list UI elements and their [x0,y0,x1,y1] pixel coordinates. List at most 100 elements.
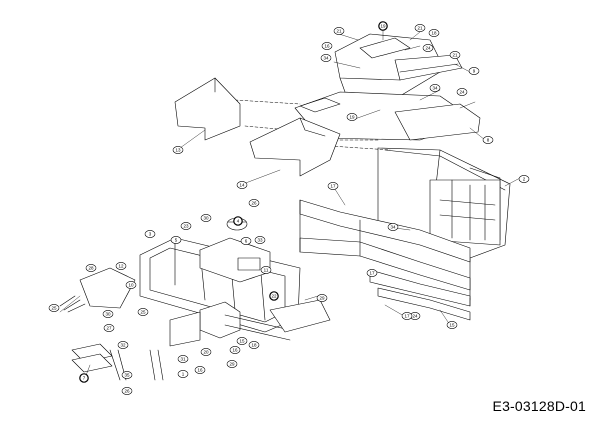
callout-marker [48,304,60,312]
callout-31: 31 [177,355,189,363]
callout-label: 29 [229,362,235,367]
callout-label: 27 [106,326,112,331]
callout-marker [518,175,530,183]
callout-18: 18 [428,29,440,37]
callout-label: 7 [83,376,86,381]
callout-label: 25 [140,310,146,315]
callout-5: 5 [170,236,182,244]
callout-marker [180,222,192,230]
callout-label: 1 [182,372,185,377]
callout-label: 3 [149,232,152,237]
callout-1: 1 [177,370,189,378]
callout-marker [102,310,114,318]
callout-label: 12 [118,264,124,269]
callout-24: 24 [456,88,468,96]
lower-rail [269,299,331,333]
callout-9: 9 [468,67,480,75]
callout-label: 34 [432,86,438,91]
callout-marker [240,237,252,245]
lower-cross-tube [377,287,471,321]
callout-21: 21 [333,27,345,35]
callout-4: 4 [233,216,243,226]
callout-label: 24 [459,90,465,95]
callout-marker [446,321,458,329]
callout-label: 10 [128,283,134,288]
callout-25: 25 [137,308,149,316]
callout-marker [401,312,413,320]
callout-marker [200,214,212,222]
callout-marker [236,337,248,345]
callout-label: 6 [245,239,248,244]
callout-34: 34 [429,84,441,92]
callout-label: 11 [264,268,269,273]
front-bracket [79,267,136,309]
callout-19: 19 [346,113,358,121]
callout-marker [449,51,461,59]
callout-18: 18 [248,341,260,349]
callout-marker [320,54,332,62]
callout-label: 34 [390,225,396,230]
callout-label: 26 [124,389,130,394]
callout-marker [144,230,156,238]
callout-label: 8 [487,138,490,143]
callout-marker [121,387,133,395]
callout-label: 14 [239,183,245,188]
callout-10: 10 [125,281,137,289]
callout-32: 32 [117,341,129,349]
callout-label: 35 [124,373,130,378]
callout-label: 32 [120,343,126,348]
callout-15: 15 [446,321,458,329]
callout-30: 30 [102,310,114,318]
callout-23: 23 [180,222,192,230]
callout-label: 23 [183,224,189,229]
callout-marker [172,146,184,154]
callout-label: 16 [232,348,238,353]
callout-label: 30 [203,216,209,221]
callout-marker [79,373,89,383]
callout-7: 7 [79,373,89,383]
callout-21: 21 [449,51,461,59]
callout-22: 22 [269,291,279,301]
callout-label: 16 [197,368,203,373]
callout-label: 17 [404,314,410,319]
callout-marker [316,294,328,302]
callout-marker [194,366,206,374]
callout-label: 4 [237,219,240,224]
rear-frame [377,147,511,301]
callout-20: 20 [200,348,212,356]
callout-label: 13 [175,148,181,153]
callout-label: 15 [239,339,245,344]
bolt-group-bottom [109,349,164,381]
callout-marker [414,24,426,32]
callout-marker [200,348,212,356]
callout-marker [327,182,339,190]
callout-label: 5 [175,238,178,243]
callout-14: 14 [236,181,248,189]
callout-label: 19 [349,115,355,120]
callout-16: 16 [229,346,241,354]
callout-29: 29 [226,360,238,368]
callout-21: 21 [414,24,426,32]
callout-26: 26 [248,199,260,207]
callout-8: 8 [482,136,494,144]
callout-marker [226,360,238,368]
callout-24: 24 [422,44,434,52]
bolt-group-left [59,295,86,313]
callout-label: 18 [251,343,257,348]
callout-marker [103,324,115,332]
slide-plate [71,343,113,373]
callout-marker [260,266,272,274]
middle-fender-panel [249,117,341,177]
callout-marker [115,262,127,270]
callout-marker [378,21,388,31]
callout-marker [254,236,266,244]
callout-label: 34 [323,56,329,61]
callout-17: 17 [366,269,378,277]
callout-17: 17 [327,182,339,190]
callout-label: 21 [417,26,423,31]
callout-marker [170,236,182,244]
callout-marker [333,27,345,35]
callout-label: 33 [257,238,263,243]
callout-marker [482,136,494,144]
